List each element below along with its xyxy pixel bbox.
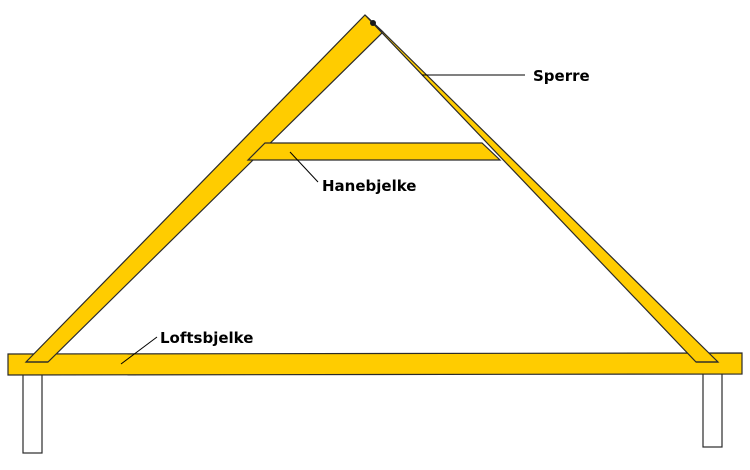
- rafter-label: Sperre: [533, 67, 590, 85]
- ceiling-joist-beam: [7, 352, 743, 376]
- collar-beam: [246, 142, 502, 161]
- ceiling-joist-leader-line: [120, 336, 158, 365]
- collar-beam-label: Hanebjelke: [322, 177, 416, 195]
- ceiling-joist-label: Loftsbjelke: [160, 329, 253, 347]
- apex-pin: [370, 20, 376, 26]
- right-support-post: [702, 372, 723, 448]
- collar-beam-leader-line: [289, 151, 319, 183]
- left-support-post: [22, 373, 43, 454]
